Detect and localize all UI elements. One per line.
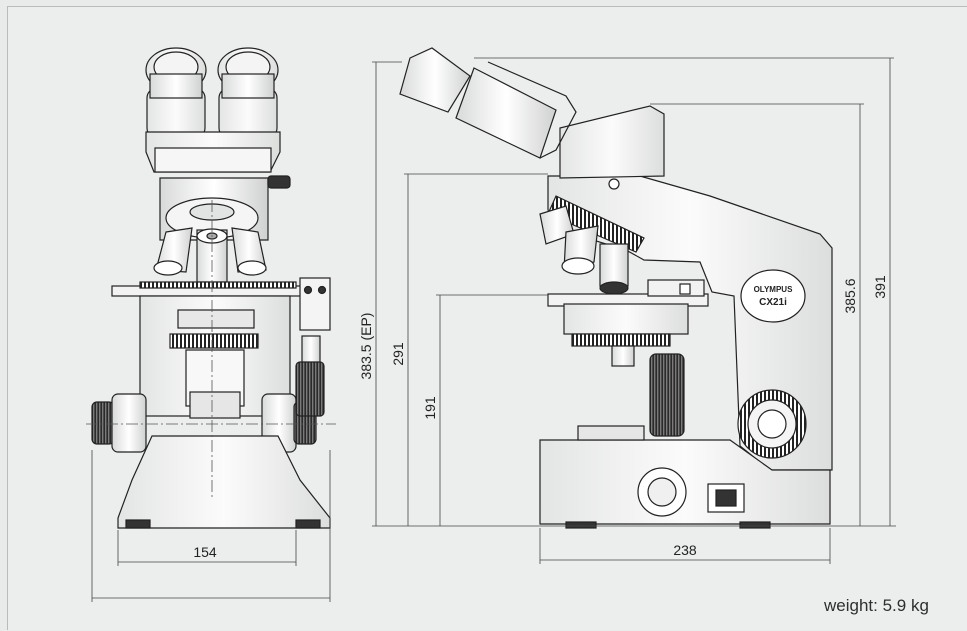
front-eyepieces (145, 47, 279, 139)
front-base (117, 435, 331, 529)
side-view-microscope: OLYMPUS CX21i (399, 47, 833, 529)
dim-arm-height: 385.6 (842, 278, 858, 313)
side-stage-knob (649, 353, 685, 437)
front-stage-knob (295, 361, 325, 417)
brand-model: CX21i (759, 297, 787, 308)
dim-stage-height: 291 (390, 342, 406, 366)
side-tube (455, 67, 557, 159)
side-nosepiece (547, 195, 645, 253)
dim-total-height: 391 (872, 275, 888, 299)
dim-front-width: 154 (193, 544, 217, 560)
dimension-lines (91, 57, 896, 602)
weight-label: weight: 5.9 kg (824, 596, 929, 615)
front-left-focus-knob (91, 401, 115, 445)
side-eyepiece (399, 47, 471, 113)
brand-maker: OLYMPUS (754, 285, 793, 294)
side-base (539, 439, 831, 525)
side-head (559, 105, 665, 179)
front-objectives (153, 227, 267, 283)
dim-condenser-height: 191 (422, 396, 438, 420)
dim-eyepiece-height: 383.5 (EP) (358, 313, 374, 380)
dim-side-base-width: 238 (673, 542, 697, 558)
front-view-microscope (91, 47, 331, 529)
